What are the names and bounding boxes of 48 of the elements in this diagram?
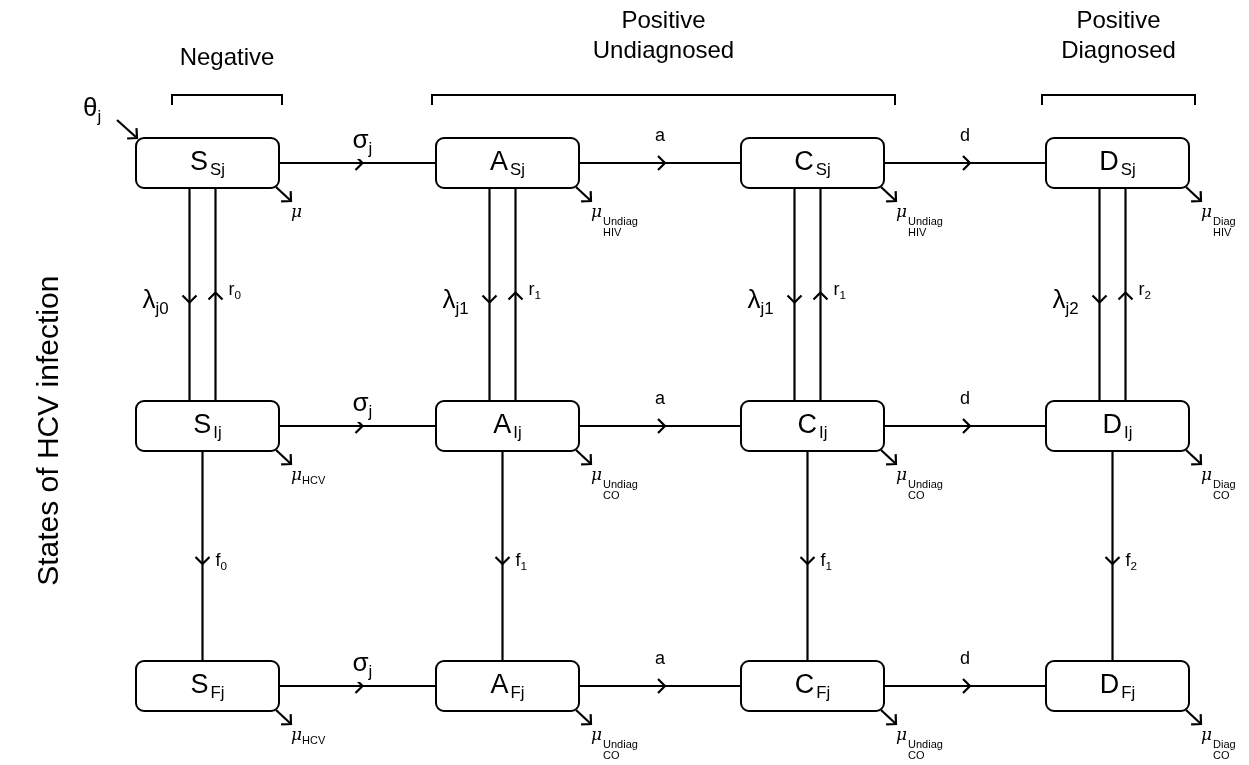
flow-arrow — [575, 449, 593, 466]
flow-arrow — [1185, 449, 1203, 466]
state-box — [135, 660, 280, 712]
flow-arrow — [1185, 186, 1203, 203]
flow-arrow — [880, 709, 898, 726]
state-label: A$_{Fj}$ — [490, 668, 525, 704]
state-label: D$_{Sj}$ — [1099, 145, 1136, 181]
flow-arrow — [575, 186, 593, 203]
flow-arrow — [1185, 709, 1203, 726]
state-box — [740, 660, 885, 712]
state-box — [135, 400, 280, 452]
flow-arrow — [275, 449, 293, 466]
state-box — [1045, 660, 1190, 712]
group-heading: Positive Diagnosed — [1060, 5, 1177, 65]
flow-arrow — [116, 119, 139, 140]
flow-arrow — [275, 709, 293, 726]
state-label: C$_{Sj}$ — [794, 145, 831, 181]
group-heading: Negative — [178, 42, 276, 72]
state-label: D$_{Fj}$ — [1099, 668, 1136, 704]
state-box — [435, 137, 580, 189]
flow-arrow — [575, 709, 593, 726]
state-box — [1045, 137, 1190, 189]
state-label: A$_{Sj}$ — [490, 145, 525, 181]
state-label: S$_{Sj}$ — [190, 145, 225, 181]
group-heading: Positive Undiagnosed — [591, 5, 736, 65]
edge-label: f$_{2}$ — [1124, 550, 1139, 573]
flow-arrow — [880, 449, 898, 466]
flow-arrow — [275, 186, 293, 203]
flow-arrow — [880, 186, 898, 203]
state-label: D$_{Ij}$ — [1102, 408, 1133, 444]
state-box — [740, 137, 885, 189]
axis-title: States of HCV infection — [30, 274, 66, 588]
state-label: C$_{Ij}$ — [797, 408, 828, 444]
state-box — [435, 660, 580, 712]
state-label: C$_{Fj}$ — [794, 668, 831, 704]
rate-label: μ — [290, 202, 304, 221]
state-box — [135, 137, 280, 189]
state-box — [1045, 400, 1190, 452]
edge-label: f$_{1}$ — [514, 550, 529, 573]
rate-label: μ$_{HCV}$ — [290, 465, 327, 488]
state-label: A$_{Ij}$ — [493, 408, 522, 444]
state-label: S$_{Fj}$ — [190, 668, 225, 704]
state-box — [740, 400, 885, 452]
edge-label: f$_{1}$ — [819, 550, 834, 573]
edge-label: f$_{0}$ — [214, 550, 229, 573]
state-box — [435, 400, 580, 452]
state-label: S$_{Ij}$ — [193, 408, 222, 444]
rate-label: μ$_{HCV}$ — [290, 725, 327, 748]
